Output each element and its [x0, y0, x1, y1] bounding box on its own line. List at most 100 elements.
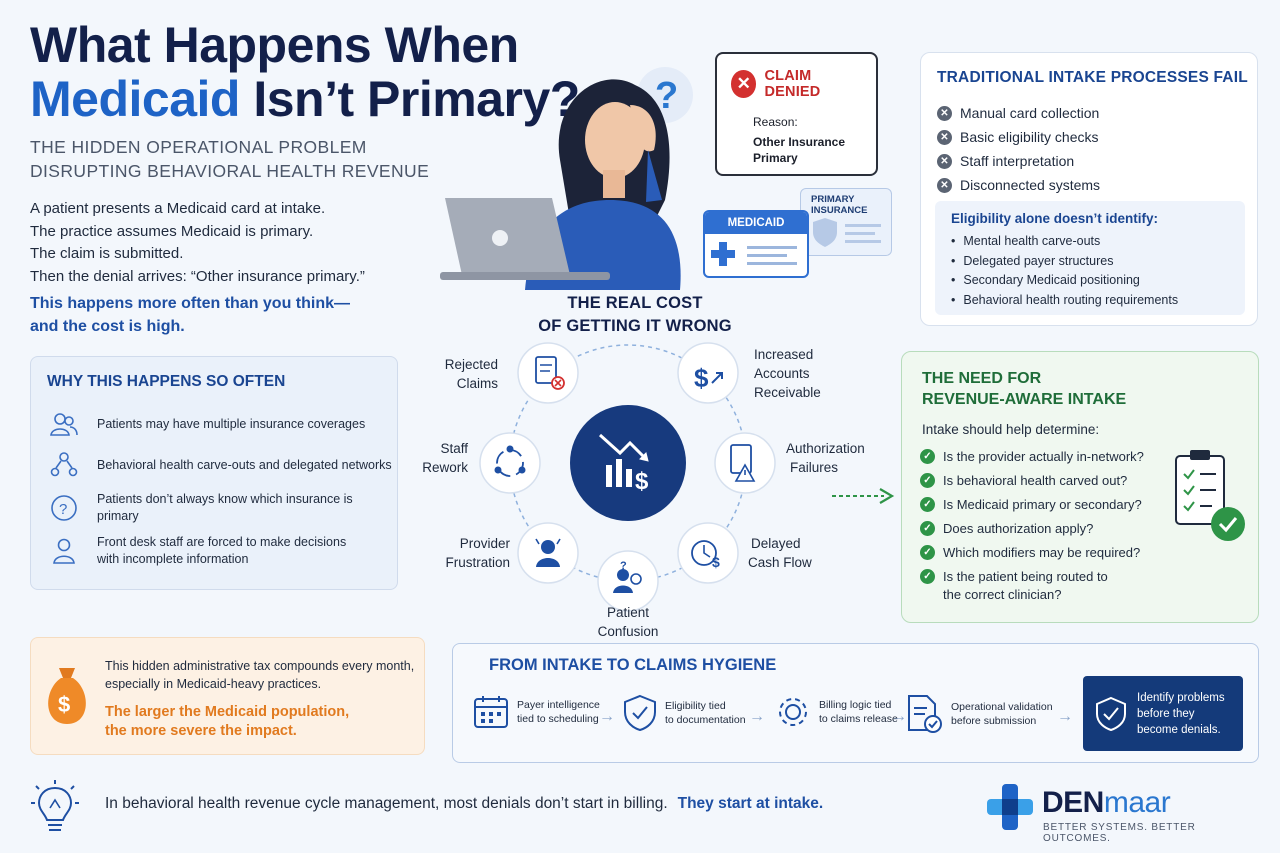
staff-rework-node — [479, 432, 541, 494]
list-item: ✕Manual card collection — [937, 101, 1100, 125]
check-circle-icon: ✓ — [920, 449, 935, 464]
title-rest: Isn’t Primary? — [239, 71, 580, 127]
list-item: Delegated payer structures — [951, 252, 1229, 272]
why-line: with incomplete information — [97, 552, 249, 566]
list-item-label: Disconnected systems — [960, 177, 1101, 193]
title-line-2: Medicaid Isn’t Primary? — [30, 72, 590, 126]
svg-text:$: $ — [635, 468, 649, 495]
step-line: before submission — [951, 715, 1037, 727]
label-line: Provider — [459, 536, 510, 551]
final-line: Identify problems — [1137, 691, 1225, 704]
story-line: Then the denial arrives: “Other insuranc… — [30, 267, 365, 285]
footer-emphasis: They start at intake. — [677, 795, 824, 812]
list-item: ✓Which modifiers may be required? — [920, 544, 1160, 562]
center-circle — [570, 405, 686, 521]
neck-shape — [603, 170, 625, 198]
need-line: the correct clinician? — [943, 587, 1062, 602]
x-circle-icon: ✕ — [937, 129, 952, 145]
need-list: ✓ Is the provider actually in-network? ✓ I… — [920, 448, 1160, 610]
brand-light: maar — [1103, 786, 1171, 819]
label-provider-frustration: Provider Frustration — [434, 534, 510, 572]
footer-statement: In behavioral health revenue cycle manag… — [105, 795, 823, 813]
list-item: Secondary Medicaid positioning — [951, 271, 1229, 291]
shield-check-icon — [1096, 696, 1126, 731]
step-arrow-icon: → — [599, 708, 615, 725]
cost-cycle-diagram: $ $ $ — [420, 335, 865, 639]
cost-title-line-2: OF GETTING IT WRONG — [538, 317, 732, 335]
tax-line-2: especially in Medicaid-heavy practices. — [105, 676, 322, 691]
label-delayed-cash-flow: Delayed Cash Flow — [748, 534, 828, 572]
step-arrow-icon: → — [1057, 708, 1073, 725]
face-shape — [585, 102, 645, 178]
label-line: Cash Flow — [748, 555, 812, 570]
subtitle: THE HIDDEN OPERATIONAL PROBLEM DISRUPTIN… — [30, 135, 450, 183]
svg-text:$: $ — [712, 554, 720, 570]
cost-title: THE REAL COST OF GETTING IT WRONG — [505, 292, 765, 338]
label-patient-confusion: Patient Confusion — [588, 603, 668, 641]
label-staff-rework: Staff Rework — [420, 439, 468, 477]
list-item-label: Staff interpretation — [960, 153, 1075, 169]
question-circle-icon: ? — [51, 495, 77, 521]
label-line: Claims — [456, 376, 498, 391]
revenue-aware-intake-panel: THE NEED FOR REVENUE-AWARE INTAKE Intake… — [901, 351, 1259, 623]
list-item: ✕ Staff interpretation — [937, 149, 1100, 173]
list-item: Patients may have multiple insurance cov… — [49, 409, 365, 439]
tax-emphasis: The larger the Medicaid population, the … — [105, 703, 420, 741]
reason-line-1: Other Insurance — [753, 135, 846, 149]
need-heading-line-1: THE NEED FOR — [922, 370, 1042, 387]
check-circle-icon: ✓ — [920, 569, 935, 584]
need-line: Is the provider actually in-network? — [943, 449, 1144, 464]
svg-text:?: ? — [620, 560, 627, 572]
x-circle-icon: ✕ — [937, 153, 952, 169]
need-heading: THE NEED FOR REVENUE-AWARE INTAKE — [922, 368, 1126, 410]
tax-emph-1: The larger the Medicaid population, — [105, 704, 350, 720]
denial-reason: Reason: Other Insurance Primary — [731, 114, 862, 166]
question-mark-icon: ? — [655, 75, 678, 117]
brand-tagline: BETTER SYSTEMS. BETTER OUTCOMES. — [1043, 822, 1196, 844]
denied-x-icon: ✕ — [731, 70, 757, 98]
label-accounts-receivable: Increased Accounts Receivable — [754, 345, 844, 402]
shield-check-icon — [624, 694, 656, 732]
frustrated-woman-illustration: ? — [440, 67, 693, 290]
person-icon — [53, 538, 75, 564]
list-item: ✓ Is Medicaid primary or secondary? — [920, 496, 1160, 514]
gear-icon — [779, 698, 807, 726]
why-panel: WHY THIS HAPPENS SO OFTEN Patients may h… — [30, 356, 398, 590]
story-line: The practice assumes Medicaid is primary… — [30, 222, 314, 240]
tax-line-1: This hidden administrative tax compounds… — [105, 659, 415, 673]
title-line-1: What Happens When — [30, 17, 519, 73]
label-line: Receivable — [754, 385, 821, 400]
list-item: Behavioral health carve-outs and delegat… — [49, 450, 392, 480]
why-line: Front desk staff are forced to make deci… — [97, 535, 347, 549]
title-medicaid: Medicaid — [30, 71, 240, 127]
page-title: What Happens When Medicaid Isn’t Primary… — [30, 18, 590, 126]
cycle-graphic: $ $ $ — [479, 342, 776, 612]
need-line: Is behavioral health carved out? — [943, 473, 1128, 488]
label-line: Delayed — [751, 536, 801, 551]
primary-card-line-2: INSURANCE — [811, 205, 868, 216]
list-item: ✕Disconnected systems — [937, 173, 1100, 197]
primary-insurance-card: PRIMARY INSURANCE — [800, 188, 892, 256]
money-bag-icon: $ — [48, 668, 86, 724]
check-circle-icon: ✓ — [920, 497, 935, 512]
list-item: Behavioral health routing requirements — [951, 291, 1229, 311]
claims-hygiene-panel: FROM INTAKE TO CLAIMS HYGIENE Payer inte… — [452, 643, 1259, 763]
label-rejected-claims: Rejected Claims — [442, 355, 498, 393]
denmaar-logo: DENmaar BETTER SYSTEMS. BETTER OUTCOMES. — [985, 780, 1255, 844]
hygiene-heading: FROM INTAKE TO CLAIMS HYGIENE — [489, 656, 777, 674]
final-line: before they — [1137, 707, 1195, 720]
story-line: The claim is submitted. — [30, 245, 184, 262]
check-circle-icon: ✓ — [920, 545, 935, 560]
need-line: Does authorization apply? — [943, 521, 1094, 536]
list-item: ? Patients don’t always know which insur… — [49, 491, 397, 525]
svg-text:$: $ — [58, 692, 70, 717]
need-line: Is Medicaid primary or secondary? — [943, 497, 1142, 512]
list-item: ✕Basic eligibility checks — [937, 125, 1100, 149]
cost-title-line-1: THE REAL COST — [567, 294, 703, 312]
list-item: Mental health carve-outs — [951, 232, 1229, 252]
accounts-receivable-node: $ — [677, 342, 739, 404]
medical-cross-icon — [711, 242, 797, 266]
stressed-person-icon — [541, 540, 555, 554]
